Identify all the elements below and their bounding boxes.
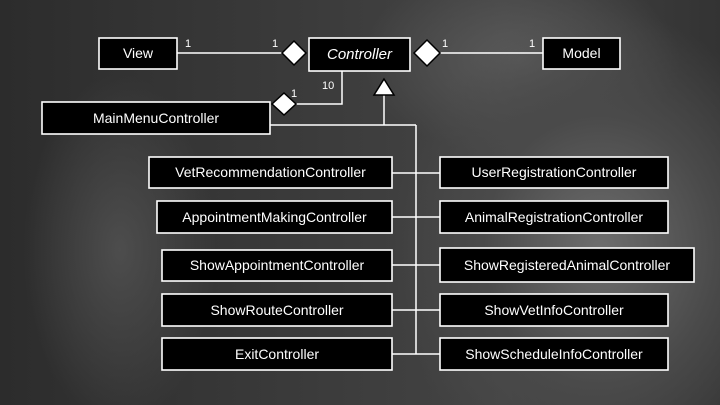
view-class-label: View [123,45,154,61]
model-aggregation-diamond-icon [412,38,442,68]
show-vet-info-controller-label: ShowVetInfoController [484,302,624,318]
main-menu-controller-label: MainMenuController [93,110,219,126]
appointment-making-controller-label: AppointmentMakingController [182,209,367,225]
show-route-controller-box: ShowRouteController [161,293,393,327]
model-class-box: Model [542,37,621,70]
multiplicity-model: 1 [529,38,535,50]
show-registered-animal-controller-label: ShowRegisteredAnimalController [464,257,671,273]
exit-controller-label: ExitController [235,346,319,362]
show-route-controller-label: ShowRouteController [210,302,343,318]
controller-class-label: Controller [327,46,393,63]
vet-recommendation-controller-box: VetRecommendationController [148,156,393,189]
model-class-label: Model [562,45,600,61]
animal-registration-controller-box: AnimalRegistrationController [439,200,669,234]
appointment-making-controller-box: AppointmentMakingController [156,200,393,234]
multiplicity-controller-model: 1 [442,38,448,50]
multiplicity-controller-view: 1 [272,38,278,50]
show-schedule-info-controller-label: ShowScheduleInfoController [465,346,643,362]
view-aggregation-diamond-icon [280,39,308,67]
mainmenu-composition-diamond-icon [270,91,298,117]
main-menu-controller-box: MainMenuController [41,101,271,135]
show-schedule-info-controller-box: ShowScheduleInfoController [439,337,669,371]
animal-registration-controller-label: AnimalRegistrationController [465,209,644,225]
multiplicity-main: 1 [291,88,297,100]
show-registered-animal-controller-box: ShowRegisteredAnimalController [439,247,695,283]
exit-controller-box: ExitController [161,337,393,371]
user-registration-controller-label: UserRegistrationController [472,164,637,180]
show-appointment-controller-box: ShowAppointmentController [161,249,393,282]
controller-mainmenu-association [296,71,343,105]
show-vet-info-controller-box: ShowVetInfoController [439,293,669,327]
user-registration-controller-box: UserRegistrationController [439,156,669,189]
multiplicity-view: 1 [185,38,191,50]
generalization-triangle-icon [372,77,396,96]
view-class-box: View [98,37,178,70]
vet-recommendation-controller-label: VetRecommendationController [175,164,366,180]
controller-class-box: Controller [308,37,411,72]
multiplicity-controller-main: 10 [322,80,334,92]
show-appointment-controller-label: ShowAppointmentController [190,257,365,273]
